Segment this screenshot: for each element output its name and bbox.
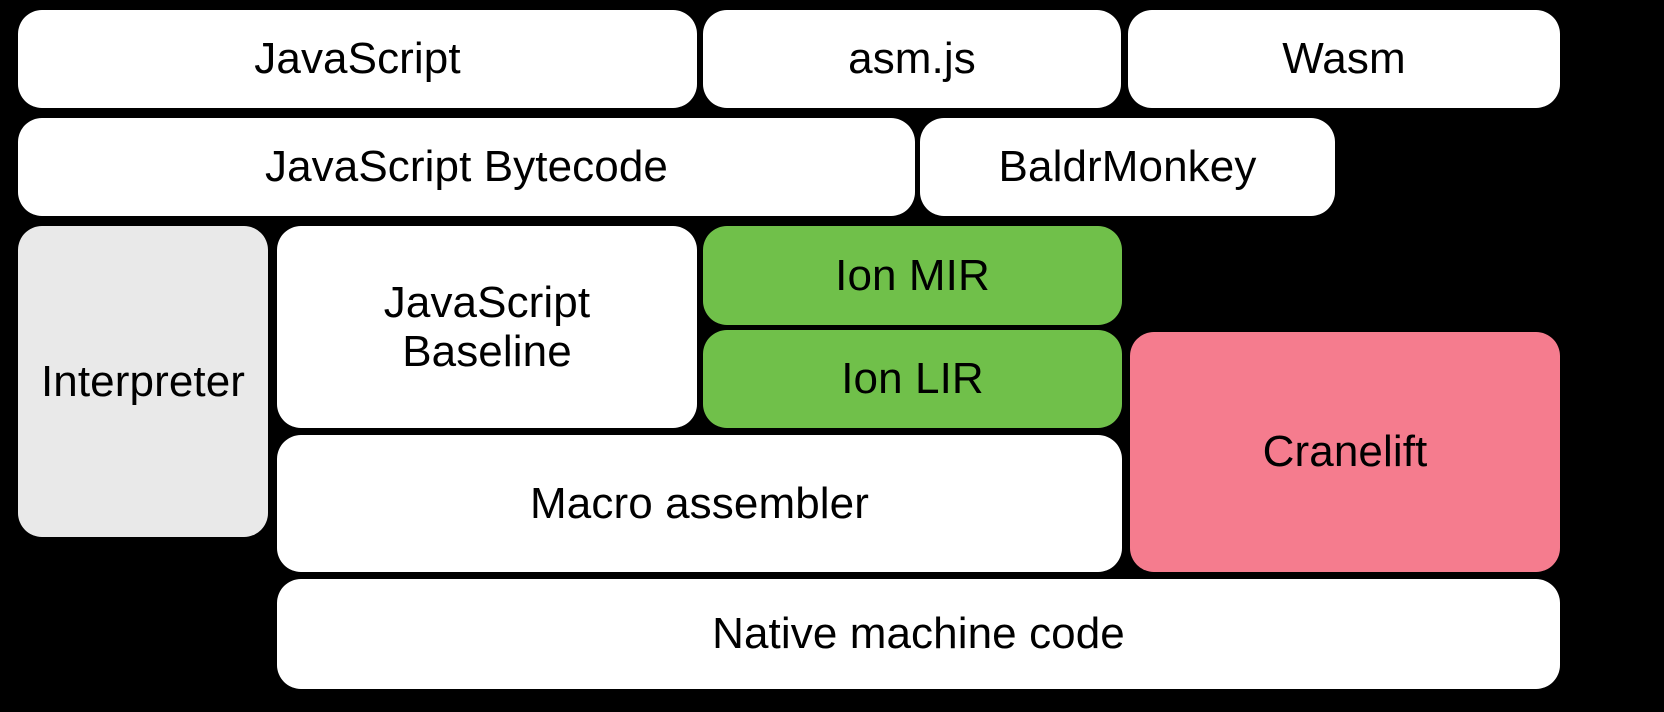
node-ion-lir[interactable]: Ion LIR [703, 330, 1122, 428]
node-javascript-baseline[interactable]: JavaScript Baseline [277, 226, 697, 428]
node-interpreter[interactable]: Interpreter [18, 226, 268, 537]
node-ion-mir[interactable]: Ion MIR [703, 226, 1122, 325]
node-asmjs[interactable]: asm.js [703, 10, 1121, 108]
node-macro-assembler[interactable]: Macro assembler [277, 435, 1122, 572]
node-javascript[interactable]: JavaScript [18, 10, 697, 108]
node-baldrmonkey[interactable]: BaldrMonkey [920, 118, 1335, 216]
node-native-machine-code[interactable]: Native machine code [277, 579, 1560, 689]
node-cranelift[interactable]: Cranelift [1130, 332, 1560, 572]
node-wasm[interactable]: Wasm [1128, 10, 1560, 108]
node-javascript-bytecode[interactable]: JavaScript Bytecode [18, 118, 915, 216]
